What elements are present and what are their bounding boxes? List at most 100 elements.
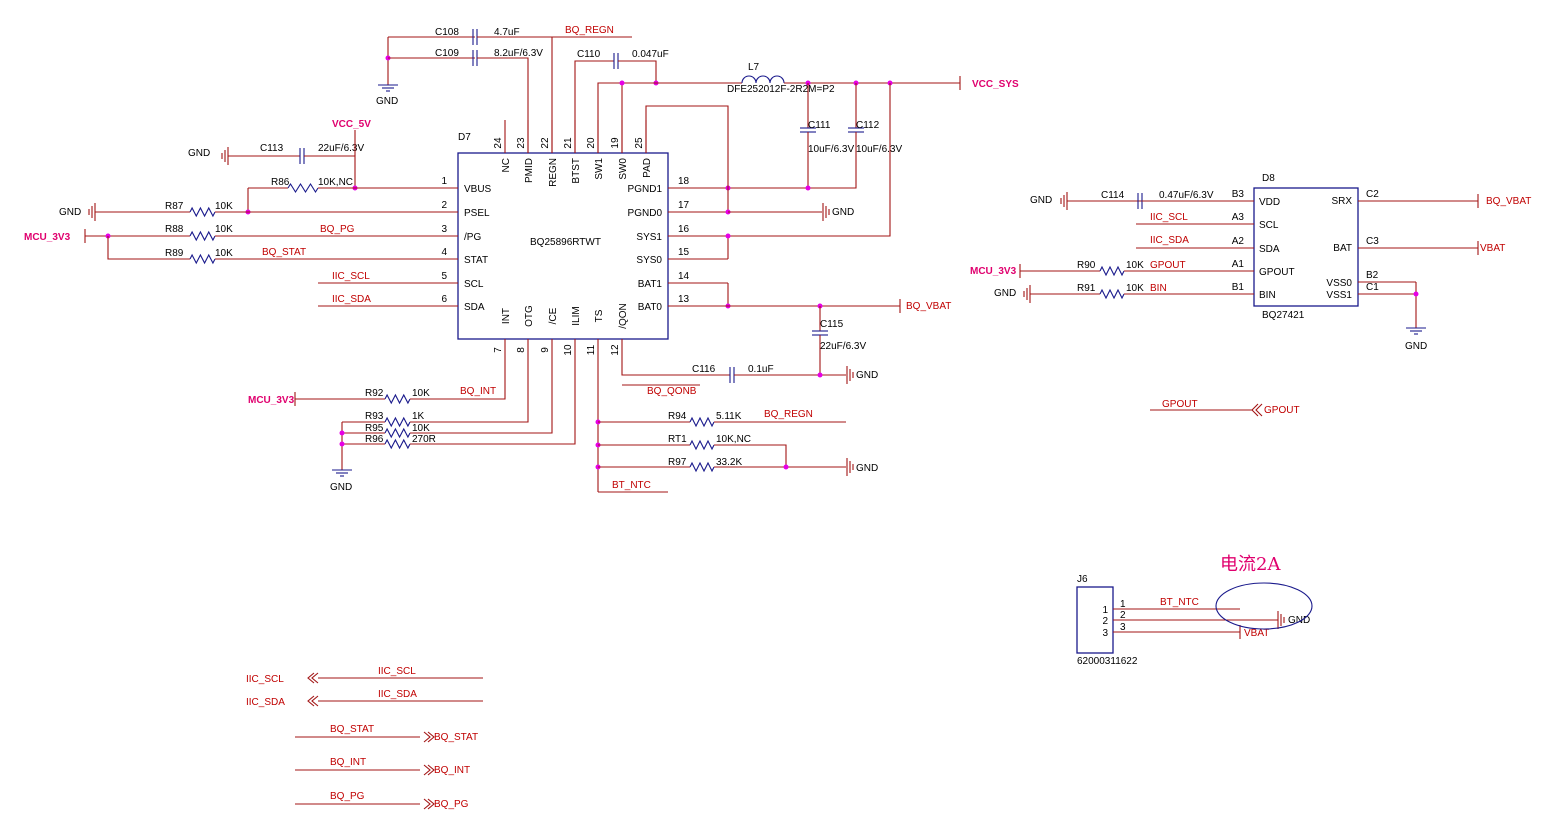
pin-number: 18 xyxy=(678,176,690,187)
pin-number: 6 xyxy=(441,294,447,305)
net-vcc-sys: VCC_SYS xyxy=(972,79,1019,90)
pin-name: SYS0 xyxy=(636,255,662,266)
resistor-symbol xyxy=(689,439,715,451)
net-bq-int-2-port: BQ_INT xyxy=(434,765,470,776)
j6-ref: J6 xyxy=(1077,574,1088,585)
pin-number: B3 xyxy=(1232,189,1245,200)
net-iic-scl-3: IIC_SCL xyxy=(378,666,416,677)
chip-d8-body xyxy=(1253,187,1359,307)
pin-number: 8 xyxy=(516,347,527,353)
chip-d7-ref: D7 xyxy=(458,132,471,143)
r87-ref: R87 xyxy=(165,201,184,212)
net-iic-sda-3: IIC_SDA xyxy=(378,689,417,700)
port-arrow xyxy=(423,798,431,810)
pin-name: SW1 xyxy=(594,158,605,180)
gnd-label: GND xyxy=(1405,341,1427,352)
net-mcu-3v3-2: MCU_3V3 xyxy=(970,266,1017,277)
net-iic-scl-3-port: IIC_SCL xyxy=(246,674,284,685)
pin-number: 4 xyxy=(441,247,447,258)
gnd-label: GND xyxy=(832,207,854,218)
resistor-symbol xyxy=(1099,265,1125,277)
r90-ref: R90 xyxy=(1077,260,1096,271)
junction-dot xyxy=(817,372,823,378)
pin-number: 14 xyxy=(678,271,690,282)
c113-value: 22uF/6.3V xyxy=(318,143,364,154)
pin-number: 21 xyxy=(563,137,574,149)
pin-name: REGN xyxy=(548,158,559,187)
r94-value: 5.11K xyxy=(716,411,742,422)
port-arrow xyxy=(423,764,431,776)
net-gpout: GPOUT xyxy=(1150,260,1186,271)
pin-name: INT xyxy=(501,308,512,324)
gnd-label: GND xyxy=(1288,615,1310,626)
port-arrow xyxy=(427,764,435,776)
resistor-symbol xyxy=(189,253,216,265)
r88-ref: R88 xyxy=(165,224,184,235)
resistor-symbol xyxy=(384,438,411,450)
gnd-label: GND xyxy=(188,148,210,159)
pin-number: C3 xyxy=(1366,236,1379,247)
l7-ref: L7 xyxy=(748,62,760,73)
pin-name: SRX xyxy=(1331,196,1352,207)
pin-name: SW0 xyxy=(618,158,629,180)
pin-number: 17 xyxy=(678,200,690,211)
net-bq-stat-2: BQ_STAT xyxy=(330,724,374,735)
pin-number: 1 xyxy=(1120,599,1126,610)
r86-ref: R86 xyxy=(271,177,290,188)
pin-number: 20 xyxy=(586,137,597,149)
r93-ref: R93 xyxy=(365,411,384,422)
pin-number: 3 xyxy=(1102,628,1108,639)
r89-ref: R89 xyxy=(165,248,184,259)
net-vbat: VBAT xyxy=(1480,243,1505,254)
resistor-symbol xyxy=(689,461,715,473)
pin-name: VBUS xyxy=(464,184,492,195)
pin-name: GPOUT xyxy=(1259,267,1295,278)
junction-dot xyxy=(725,233,731,239)
pin-number: 1 xyxy=(1102,605,1108,616)
pin-number: 2 xyxy=(441,200,447,211)
pin-number: 22 xyxy=(540,137,551,149)
net-bq-qonb: BQ_QONB xyxy=(647,386,697,397)
r88-value: 10K xyxy=(215,224,233,235)
gnd-label: GND xyxy=(330,482,352,493)
c110-ref: C110 xyxy=(577,49,601,60)
net-bt-ntc-2: BT_NTC xyxy=(1160,597,1199,608)
port-arrow xyxy=(423,731,431,743)
resistor-symbol xyxy=(384,427,411,439)
c111-value: 10uF/6.3V xyxy=(808,144,854,155)
gnd-label: GND xyxy=(376,96,398,107)
pin-name: PMID xyxy=(524,158,535,183)
wire xyxy=(574,60,614,153)
pin-name: BTST xyxy=(571,158,582,184)
c114-ref: C114 xyxy=(1101,190,1125,201)
r90-value: 10K xyxy=(1126,260,1144,271)
net-bq-pg-2: BQ_PG xyxy=(330,791,365,802)
pin-name: SDA xyxy=(1259,244,1280,255)
c113-ref: C113 xyxy=(260,143,284,154)
net-bq-vbat-2: BQ_VBAT xyxy=(1486,196,1531,207)
pin-name: BAT0 xyxy=(638,302,663,313)
pin-name: PGND1 xyxy=(628,184,663,195)
port-arrow xyxy=(1251,403,1259,417)
highlight-ellipse xyxy=(1215,582,1313,630)
net-iic-scl-2: IIC_SCL xyxy=(1150,212,1188,223)
net-bt-ntc: BT_NTC xyxy=(612,480,651,491)
pin-name: VDD xyxy=(1259,197,1280,208)
r92-ref: R92 xyxy=(365,388,384,399)
c108-value: 4.7uF xyxy=(494,27,520,38)
junction-dot xyxy=(339,430,345,436)
resistor-symbol xyxy=(689,416,715,428)
pin-name: PAD xyxy=(642,158,653,178)
junction-dot xyxy=(783,464,789,470)
inductor-symbol xyxy=(741,75,785,84)
pin-number: 19 xyxy=(610,137,621,149)
net-mcu-3v3: MCU_3V3 xyxy=(24,232,71,243)
pin-name: ILIM xyxy=(571,306,582,325)
c114-value: 0.47uF/6.3V xyxy=(1159,190,1214,201)
net-bq-stat: BQ_STAT xyxy=(262,247,306,258)
r97-value: 33.2K xyxy=(716,457,742,468)
pin-name: PSEL xyxy=(464,208,490,219)
c116-ref: C116 xyxy=(692,364,716,375)
net-bq-int-2: BQ_INT xyxy=(330,757,366,768)
port-arrow xyxy=(311,695,319,707)
